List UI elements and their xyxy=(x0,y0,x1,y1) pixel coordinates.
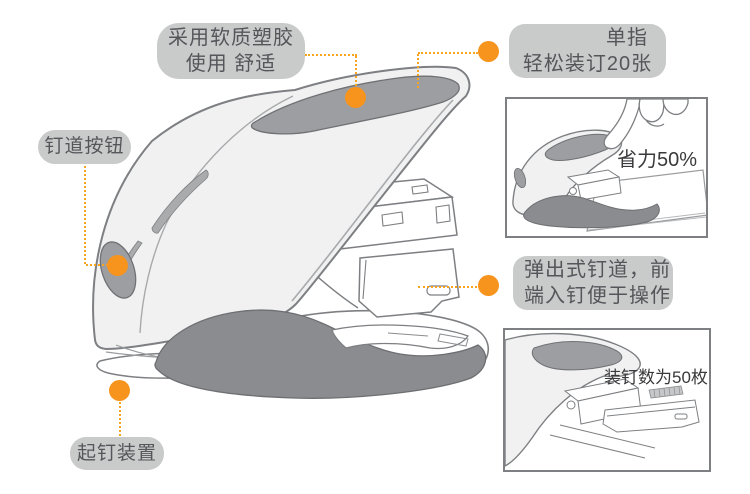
staple-channel xyxy=(358,248,460,318)
connector-popout-h xyxy=(418,286,477,288)
magazine-latch xyxy=(435,204,451,224)
callout-channel-button-label: 钉道按钮 xyxy=(44,136,125,157)
staple-strip-hatch xyxy=(653,386,681,398)
mini-stapler-body-2 xyxy=(505,332,641,467)
mini-base-grip xyxy=(523,195,660,229)
magazine-clip xyxy=(381,211,404,227)
staple-strip-icon xyxy=(648,385,684,399)
mini-pivot xyxy=(569,187,577,195)
callout-one-finger: 单指 轻松装订20张 xyxy=(509,24,666,78)
callout-one-finger-line1: 单指 xyxy=(606,27,648,49)
mini-open-mechanism xyxy=(549,378,700,459)
connector-channel-button-v xyxy=(84,166,86,264)
callout-popout-channel: 弹出式钉道，前 端入钉便于操作 xyxy=(513,256,673,310)
connector-staple-remover-v xyxy=(119,402,121,436)
inset-effort-caption: 省力50% xyxy=(617,149,698,171)
callout-soft-grip: 采用软质塑胶 使用 舒适 xyxy=(157,23,305,79)
mini-channel-2 xyxy=(602,399,700,433)
pressing-finger-icon xyxy=(603,99,689,150)
callout-soft-grip-line2: 使用 舒适 xyxy=(185,53,277,75)
inset-capacity-illustration xyxy=(505,332,700,467)
vent-slit-long xyxy=(151,169,209,234)
body-front-rim xyxy=(291,99,454,302)
marker-dot-channel-button-icon xyxy=(107,255,128,276)
inset-effort-panel: 省力50% xyxy=(505,97,708,238)
base-top-plate xyxy=(331,324,469,350)
callout-staple-remover-label: 起钉装置 xyxy=(76,443,157,464)
channel-inner-line xyxy=(362,259,367,300)
plate-line xyxy=(387,332,429,337)
connector-one-finger-v xyxy=(417,54,419,88)
magazine-slot xyxy=(411,184,429,195)
anvil-detail xyxy=(437,333,469,347)
callout-one-finger-line2: 轻松装订20张 xyxy=(522,53,653,75)
mini-pivot-2 xyxy=(566,400,576,410)
marker-dot-popout-icon xyxy=(478,275,499,296)
callout-channel-button: 钉道按钮 xyxy=(38,130,131,164)
inset-capacity-caption: 装钉数为50枚 xyxy=(604,368,708,387)
mini-side-button xyxy=(513,167,527,189)
callout-staple-remover: 起钉装置 xyxy=(70,437,164,470)
inset-capacity-panel: 装钉数为50枚 xyxy=(503,328,711,472)
base-grip-pad xyxy=(154,309,487,399)
mini-magazine-front xyxy=(577,176,622,201)
callout-popout-line2: 端入钉便于操作 xyxy=(524,285,671,307)
index-finger xyxy=(603,99,641,150)
mini-channel-slot xyxy=(674,413,688,420)
curled-finger-2 xyxy=(662,99,689,116)
callout-popout-line1: 弹出式钉道，前 xyxy=(524,259,671,281)
mini-handle-pad-2 xyxy=(531,341,623,371)
inset-effort-illustration xyxy=(512,99,706,232)
connector-one-finger-h xyxy=(418,52,478,54)
mini-handle-pad xyxy=(544,133,615,161)
connector-channel-button-h xyxy=(86,264,108,266)
connector-soft-grip-h xyxy=(305,54,357,56)
callout-soft-grip-line1: 采用软质塑胶 xyxy=(168,27,294,49)
knuckle-line xyxy=(645,119,665,127)
connector-soft-grip-v xyxy=(355,56,357,90)
marker-dot-one-finger-icon xyxy=(478,41,499,62)
curled-finger-1 xyxy=(638,99,665,123)
marker-dot-soft-grip-icon xyxy=(345,87,366,108)
mini-channel-line xyxy=(606,406,696,417)
mini-mechanism xyxy=(566,169,622,201)
marker-dot-staple-remover-icon xyxy=(109,380,130,401)
mini-arm-lines xyxy=(549,424,656,459)
